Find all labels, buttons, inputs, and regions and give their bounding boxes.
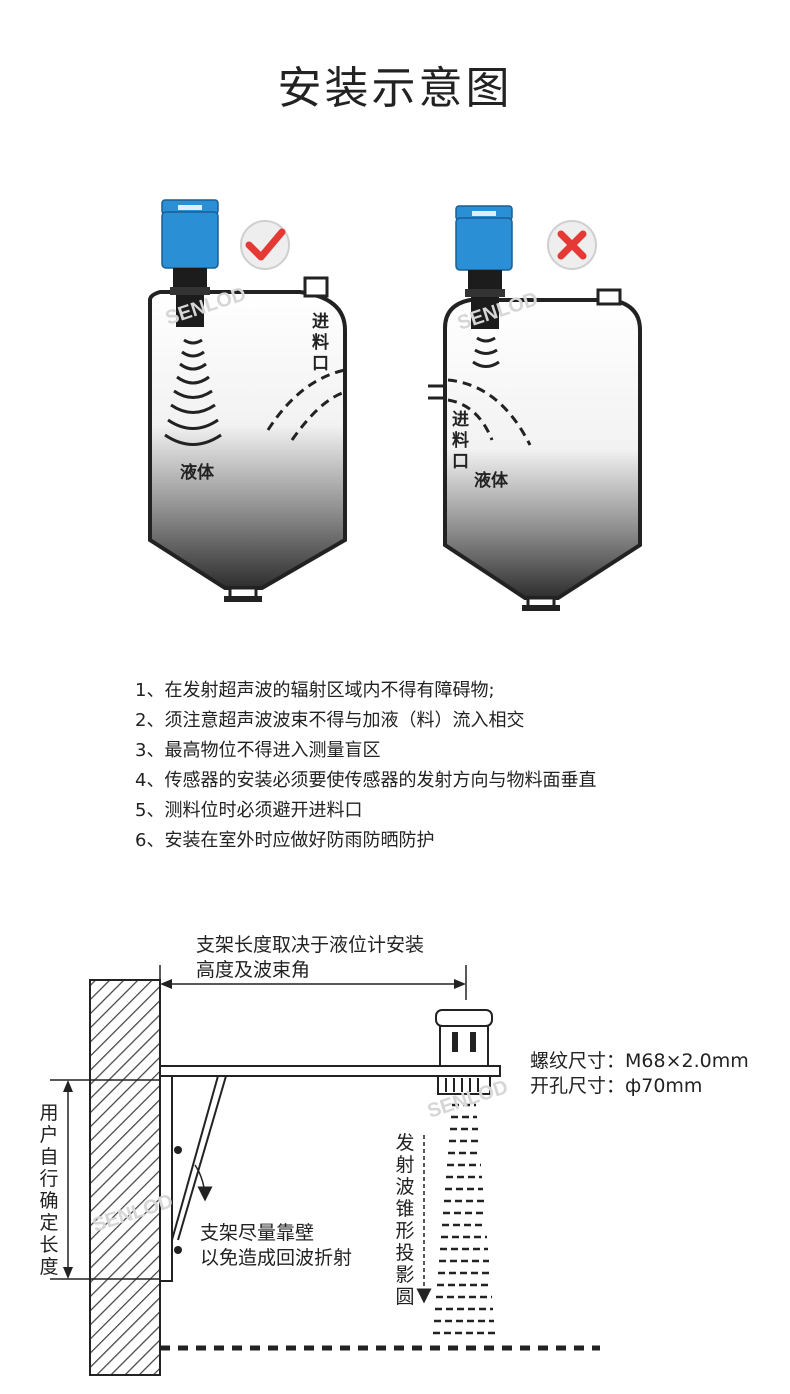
left-inlet-char-2: 料 [312, 332, 329, 353]
left-ultrasonic-sensor [161, 199, 219, 327]
note-item: 3、最高物位不得进入测量盲区 [135, 740, 381, 761]
height-dim-arrow-bottom [63, 1267, 73, 1279]
right-inlet-label: 进 料 口 [452, 410, 475, 472]
page-title: 安装示意图 [277, 63, 513, 114]
note-item: 4、传感器的安装必须要使传感器的发射方向与物料面垂直 [135, 770, 597, 791]
bracket-brace [171, 1075, 219, 1241]
thread-size-label: 螺纹尺寸：M68×2.0mm [530, 1050, 749, 1072]
wall-hatched [89, 979, 161, 1376]
left-ultrasonic-waves [164, 338, 222, 446]
hole-size-label: 开孔尺寸：ф70mm [530, 1075, 703, 1097]
right-tank-outlet-cap [522, 605, 560, 611]
height-note-vertical: 用户自行确定长度 [39, 1102, 59, 1278]
wall-note-arrow [194, 1164, 213, 1202]
right-tank: SENLOD 进 料 口 液体 [428, 205, 642, 611]
wall-note-line1: 支架尽量靠壁 [200, 1222, 315, 1244]
right-inlet-flow [447, 378, 532, 446]
bracket-arm [159, 1065, 501, 1077]
note-item: 1、在发射超声波的辐射区域内不得有障碍物; [135, 680, 495, 701]
bracket-brace-2 [177, 1075, 227, 1241]
length-dim-arrow-right [454, 979, 466, 989]
bracket-diagram: SENLOD SENLOD [50, 965, 600, 1376]
right-ultrasonic-waves [472, 336, 500, 368]
left-status-check-icon [240, 220, 290, 270]
left-inlet-char-1: 进 [312, 312, 329, 332]
wall-note-line2: 以免造成回波折射 [200, 1247, 353, 1269]
left-inlet-label: 进 料 口 [312, 312, 335, 374]
right-inlet-char-2: 料 [452, 430, 469, 451]
height-dim-arrow-top [63, 1080, 73, 1092]
left-liquid-label: 液体 [180, 462, 215, 483]
right-inlet-char-3: 口 [452, 452, 469, 472]
bracket-plate [159, 1075, 173, 1282]
bolt-upper [174, 1146, 182, 1154]
right-inlet-pipe-side [428, 384, 445, 400]
length-dim-arrow-left [160, 979, 172, 989]
right-ultrasonic-sensor [455, 205, 513, 329]
bolt-lower [174, 1246, 182, 1254]
length-note-line1: 支架长度取决于液位计安装 [196, 934, 425, 956]
left-inlet-flow [266, 368, 346, 441]
right-status-cross-icon [547, 220, 597, 270]
right-tank-inlet-pipe [596, 288, 622, 306]
left-inlet-char-3: 口 [312, 354, 329, 374]
left-tank: SENLOD 进 料 口 液体 [148, 199, 347, 602]
beam-cone [433, 1103, 495, 1335]
left-tank-inlet-pipe [303, 276, 329, 298]
note-item: 2、须注意超声波波束不得与加液（料）流入相交 [135, 710, 525, 731]
right-liquid-label: 液体 [474, 470, 509, 491]
note-item: 6、安装在室外时应做好防雨防晒防护 [135, 830, 435, 851]
right-inlet-char-1: 进 [452, 410, 469, 430]
left-tank-outlet-cap [224, 596, 262, 602]
bracket-ultrasonic-sensor [435, 1009, 493, 1095]
length-note-line2: 高度及波束角 [196, 959, 311, 981]
cone-note-vertical: 发射波锥形投影圆 [395, 1132, 415, 1308]
installation-notes: 1、在发射超声波的辐射区域内不得有障碍物; 2、须注意超声波波束不得与加液（料）… [135, 676, 596, 856]
note-item: 5、测料位时必须避开进料口 [135, 800, 363, 821]
